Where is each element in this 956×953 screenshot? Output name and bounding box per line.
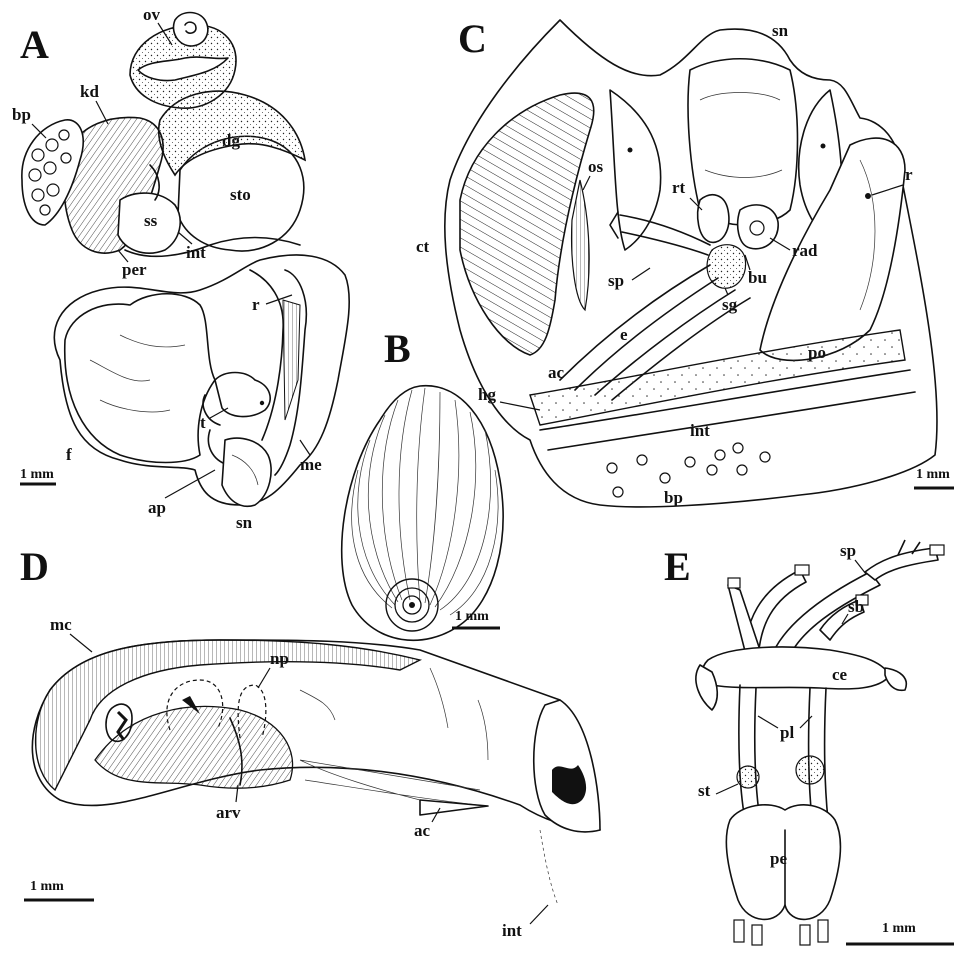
panel-e: E sp sb ce pl bbox=[664, 540, 954, 945]
scale-label-c: 1 mm bbox=[916, 467, 950, 482]
label-np: np bbox=[270, 649, 289, 668]
panel-a-snout bbox=[222, 438, 271, 506]
label-sn-c: sn bbox=[772, 21, 789, 40]
label-per: per bbox=[122, 260, 147, 279]
scale-label-e: 1 mm bbox=[882, 921, 916, 936]
label-int-d: int bbox=[502, 921, 522, 940]
label-t: t bbox=[200, 413, 206, 432]
panel-a: A bbox=[12, 5, 349, 532]
panel-d: D mc np arv ac int 1 mm bbox=[20, 544, 600, 940]
label-r-a: r bbox=[252, 295, 260, 314]
label-rad: rad bbox=[792, 241, 818, 260]
panel-c: C bbox=[416, 16, 954, 507]
panel-e-letter: E bbox=[664, 544, 691, 589]
label-r-c: r bbox=[905, 165, 913, 184]
label-ap: ap bbox=[148, 498, 166, 517]
label-po: po bbox=[808, 343, 826, 362]
label-mc: mc bbox=[50, 615, 72, 634]
label-f: f bbox=[66, 445, 72, 464]
label-ac-c: ac bbox=[548, 363, 565, 382]
label-pl: pl bbox=[780, 723, 794, 742]
label-bp-c: bp bbox=[664, 488, 683, 507]
label-arv: arv bbox=[216, 803, 241, 822]
label-int-c: int bbox=[690, 421, 710, 440]
label-sp-e: sp bbox=[840, 541, 856, 560]
scale-label-d: 1 mm bbox=[30, 879, 64, 894]
panel-c-radular-tube bbox=[698, 195, 729, 243]
label-e: e bbox=[620, 325, 628, 344]
label-me: me bbox=[300, 455, 322, 474]
label-pe: pe bbox=[770, 849, 787, 868]
label-bu: bu bbox=[748, 268, 767, 287]
panel-b-letter: B bbox=[384, 326, 411, 371]
label-sp-c: sp bbox=[608, 271, 624, 290]
label-sn-a: sn bbox=[236, 513, 253, 532]
shell-outline bbox=[342, 386, 503, 641]
label-sb: sb bbox=[848, 597, 864, 616]
label-int-a: int bbox=[186, 243, 206, 262]
label-os: os bbox=[588, 157, 604, 176]
label-sg: sg bbox=[722, 295, 738, 314]
label-dg: dg bbox=[222, 131, 240, 150]
panel-a-letter: A bbox=[20, 22, 49, 67]
label-rt: rt bbox=[672, 178, 686, 197]
panel-e-cerebral-ganglia bbox=[702, 647, 890, 689]
scale-label-a: 1 mm bbox=[20, 467, 54, 482]
panel-c-letter: C bbox=[458, 16, 487, 61]
label-ct: ct bbox=[416, 237, 430, 256]
label-kd: kd bbox=[80, 82, 99, 101]
label-st: st bbox=[698, 781, 711, 800]
scale-label-b: 1 mm bbox=[455, 609, 489, 624]
label-hg: hg bbox=[478, 385, 496, 404]
panel-d-letter: D bbox=[20, 544, 49, 589]
label-bp-a: bp bbox=[12, 105, 31, 124]
panel-c-radula bbox=[738, 205, 778, 249]
label-ov: ov bbox=[143, 5, 161, 24]
label-ss: ss bbox=[144, 211, 158, 230]
label-sto: sto bbox=[230, 185, 251, 204]
label-ce: ce bbox=[832, 665, 848, 684]
label-ac-d: ac bbox=[414, 821, 431, 840]
